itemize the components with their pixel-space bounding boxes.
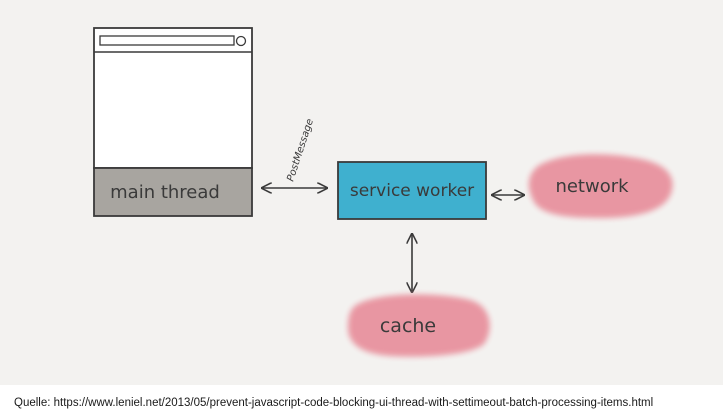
service-worker-label: service worker [350, 181, 474, 201]
browser-button-icon [235, 35, 247, 47]
cache-label: cache [380, 315, 436, 337]
browser-address-bar [99, 35, 235, 46]
post-message-label: PostMessage [285, 118, 316, 183]
network-node: network [528, 154, 673, 218]
cache-cloud [348, 294, 490, 357]
main-thread-node: main thread [93, 167, 253, 217]
browser-window [93, 27, 253, 169]
cache-node: cache [348, 294, 490, 357]
network-cloud [528, 154, 673, 218]
main-thread-label: main thread [110, 182, 220, 203]
diagram-canvas: main thread PostMessage service worker n… [0, 0, 723, 385]
source-caption: Quelle: https://www.leniel.net/2013/05/p… [14, 397, 654, 409]
service-worker-box [337, 161, 487, 220]
network-label: network [555, 176, 629, 197]
main-thread-box [93, 167, 253, 217]
service-worker-node: service worker [337, 161, 487, 220]
browser-window-frame [93, 27, 253, 169]
architecture-diagram: main thread PostMessage service worker n… [93, 27, 673, 357]
